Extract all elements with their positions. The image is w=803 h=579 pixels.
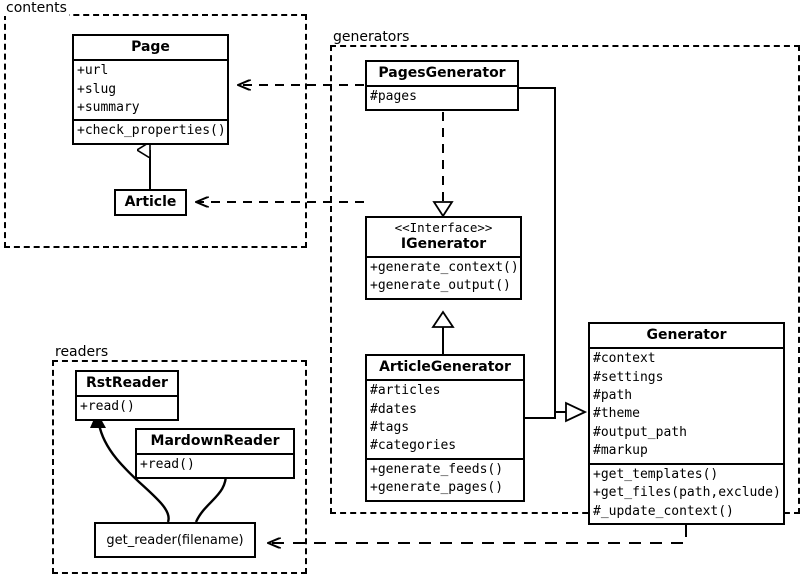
class-page[interactable]: Page +url +slug +summary +check_properti… (72, 34, 229, 145)
class-rst-reader-title: RstReader (86, 375, 168, 391)
attribute-row: +summary (77, 100, 140, 115)
class-article-generator-operations: +generate_feeds() +generate_pages() (367, 457, 523, 500)
class-igenerator-name: IGenerator (400, 235, 487, 252)
package-generators (330, 45, 800, 514)
class-generator-attributes: #context #settings #path #theme #output_… (590, 347, 783, 463)
class-rst-reader-operations: +read() (77, 395, 177, 418)
class-igenerator-title: <<Interface>> IGenerator (367, 218, 520, 256)
class-pages-generator[interactable]: PagesGenerator #pages (365, 60, 519, 111)
class-generator-title: Generator (646, 327, 727, 343)
class-page-attributes: +url +slug +summary (74, 59, 227, 119)
package-generators-label: generators (331, 29, 412, 45)
class-igenerator[interactable]: <<Interface>> IGenerator +generate_conte… (365, 216, 522, 300)
class-pages-generator-attributes: #pages (367, 85, 517, 108)
class-mardown-reader-title: MardownReader (150, 433, 280, 449)
attribute-row: #pages (370, 89, 417, 105)
class-article-title: Article (124, 194, 177, 210)
attribute-row: #context (593, 351, 656, 367)
attribute-row: #tags (370, 420, 410, 435)
attribute-row: #articles (370, 383, 441, 399)
operation-row: +read() (80, 399, 135, 415)
operation-row: #_update_context() (593, 503, 734, 519)
class-rst-reader[interactable]: RstReader +read() (75, 370, 179, 421)
attribute-row: #path (593, 388, 633, 403)
operation-row: +read() (140, 457, 195, 473)
connector-pagesgenerator-to-generator (519, 87, 588, 423)
class-generator[interactable]: Generator #context #settings #path #them… (588, 322, 785, 526)
class-page-operations: +check_properties() (74, 119, 227, 142)
attribute-row: +slug (77, 81, 117, 97)
class-mardown-reader-operations: +read() (137, 453, 293, 476)
operation-row: +get_files(path,exclude) (593, 485, 781, 501)
class-igenerator-stereotype: <<Interface>> (394, 220, 493, 235)
connector-articlegenerator-to-igenerator (431, 310, 455, 354)
attribute-row: #categories (370, 438, 457, 454)
connector-generator-to-get-reader (268, 504, 687, 543)
class-article-generator-attributes: #articles #dates #tags #categories (367, 379, 523, 458)
attribute-row: #markup (593, 443, 648, 459)
attribute-row: +url (77, 63, 109, 79)
class-page-title: Page (131, 39, 170, 55)
package-contents (4, 14, 307, 248)
operation-row: +check_properties() (77, 123, 226, 139)
class-article-generator[interactable]: ArticleGenerator #articles #dates #tags … (365, 354, 525, 502)
attribute-row: #output_path (593, 424, 687, 440)
function-get-reader[interactable]: get_reader(filename) (94, 522, 256, 558)
package-readers-label: readers (53, 344, 111, 360)
class-pages-generator-title: PagesGenerator (378, 65, 506, 81)
class-mardown-reader[interactable]: MardownReader +read() (135, 428, 295, 479)
attribute-row: #theme (593, 406, 640, 422)
class-article-generator-title: ArticleGenerator (379, 359, 511, 375)
connector-pagesgenerator-to-igenerator (432, 112, 454, 218)
operation-row: +generate_output() (370, 278, 511, 294)
attribute-row: #settings (593, 369, 664, 385)
function-get-reader-label: get_reader(filename) (106, 532, 244, 548)
class-article[interactable]: Article (114, 189, 187, 217)
operation-row: +generate_feeds() (370, 461, 504, 477)
operation-row: +generate_pages() (370, 480, 504, 496)
attribute-row: #dates (370, 401, 417, 417)
connector-articlegenerator-to-generator (525, 412, 556, 419)
package-readers (52, 360, 307, 574)
package-contents-label: contents (4, 0, 69, 16)
class-igenerator-operations: +generate_context() +generate_output() (367, 255, 520, 298)
class-generator-operations: +get_templates() +get_files(path,exclude… (590, 462, 783, 523)
operation-row: +generate_context() (370, 259, 519, 275)
operation-row: +get_templates() (593, 466, 719, 482)
